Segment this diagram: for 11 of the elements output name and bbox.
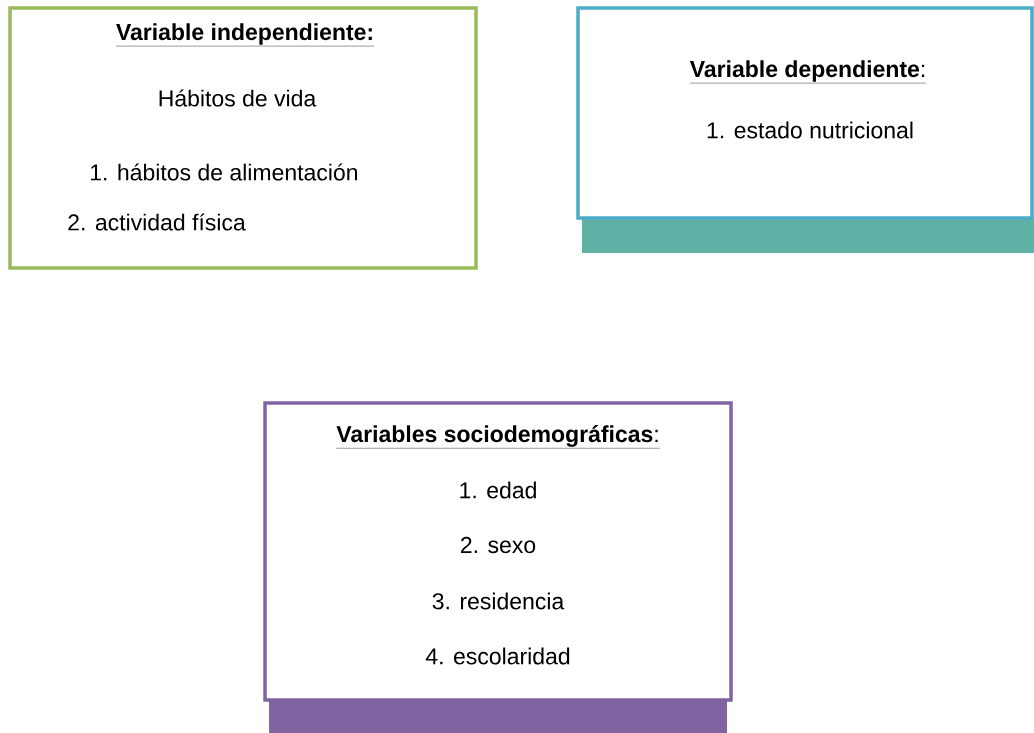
list-item: 2. sexo xyxy=(461,536,536,554)
heading: Variable dependiente: xyxy=(689,60,927,84)
list-item: Hábitos de vida xyxy=(159,89,317,107)
list-item: 4. escolaridad xyxy=(425,647,570,665)
list-item: 3. residencia xyxy=(432,592,565,610)
heading: Variable independiente: xyxy=(115,23,375,47)
heading: Variables sociodemográficas: xyxy=(336,425,660,449)
list-item: 1. estado nutricional xyxy=(707,121,913,139)
list-item: 1. hábitos de alimentación xyxy=(90,163,358,181)
list-item: 2. actividad física xyxy=(68,213,246,231)
list-item: 1. edad xyxy=(460,481,536,499)
